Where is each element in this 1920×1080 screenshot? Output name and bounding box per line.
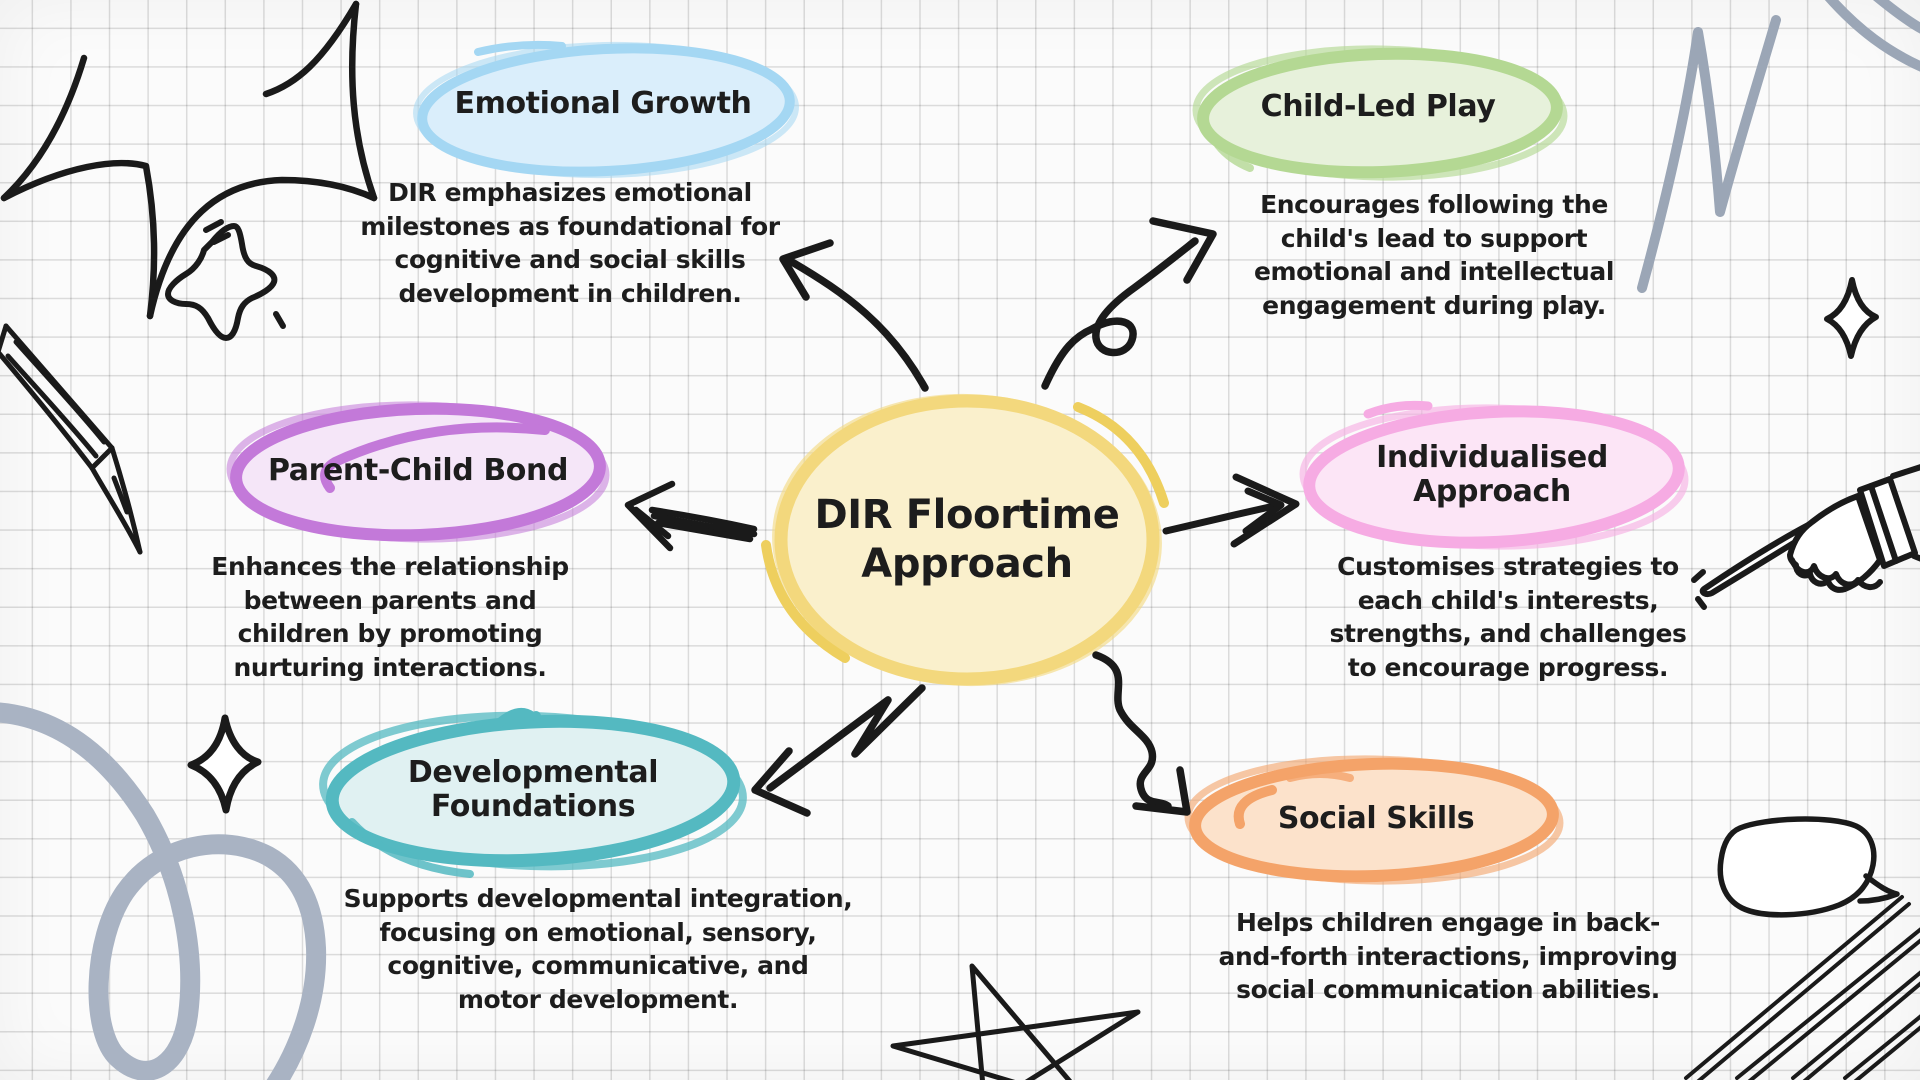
- center-node-bubble: [761, 393, 1169, 687]
- node-desc-social-skills: Helps children engage in back- and-forth…: [1218, 908, 1678, 1004]
- arrow-to-parent-child-bond: [624, 480, 758, 552]
- star-line-doodle: [890, 963, 1141, 1080]
- node-desc-developmental-foundations: Supports developmental integration, focu…: [343, 884, 853, 1014]
- speech-bubble-doodle: [1717, 816, 1900, 918]
- node-label-social-skills: Social Skills: [1277, 800, 1475, 836]
- center-node-label: DIR Floortime Approach: [814, 492, 1120, 587]
- gray-loop-scribble-doodle: [0, 702, 327, 1080]
- gray-pen-scribble-doodle: [1637, 0, 1920, 293]
- arrow-to-emotional-growth: [779, 239, 929, 392]
- node-bubble-child-led-play: [1192, 45, 1568, 181]
- arrow-to-individualised-approach: [1162, 473, 1300, 548]
- node-bubble-social-skills: [1184, 755, 1564, 885]
- sparkle-diamond-left-icon: [187, 714, 262, 814]
- hatch-lines-doodle: [1684, 895, 1920, 1080]
- star-outline-doodle: [165, 219, 286, 341]
- arrow-to-child-led-play: [1041, 217, 1217, 390]
- node-bubble-emotional-growth: [413, 40, 799, 179]
- node-desc-parent-child-bond: Enhances the relationship between parent…: [211, 552, 569, 682]
- node-label-parent-child-bond: Parent-Child Bond: [267, 452, 569, 488]
- node-bubble-individualised-approach: [1299, 400, 1689, 550]
- node-label-child-led-play: Child-Led Play: [1260, 88, 1496, 124]
- node-bubble-developmental-foundations: [319, 707, 747, 878]
- node-label-emotional-growth: Emotional Growth: [454, 85, 752, 121]
- yellow-accent-arc-top-right: [1073, 402, 1169, 508]
- yellow-accent-arc-bottom-left: [761, 540, 850, 663]
- node-desc-individualised-approach: Customises strategies to each child's in…: [1329, 552, 1687, 682]
- node-desc-child-led-play: Encourages following the child's lead to…: [1253, 190, 1615, 320]
- pointing-hand-doodle: [1691, 464, 1920, 610]
- node-desc-emotional-growth: DIR emphasizes emotional milestones as f…: [360, 178, 780, 308]
- node-bubble-parent-child-bond: [226, 401, 610, 543]
- node-label-developmental-foundations: Developmental Foundations: [407, 754, 659, 824]
- burst-scribble-doodle: [0, 0, 378, 320]
- pencil-doodle: [0, 323, 143, 555]
- arrow-to-developmental-foundations: [751, 684, 926, 817]
- node-label-individualised-approach: Individualised Approach: [1376, 439, 1608, 509]
- sparkle-diamond-right-icon: [1824, 277, 1879, 359]
- arrow-to-social-skills: [1092, 651, 1191, 816]
